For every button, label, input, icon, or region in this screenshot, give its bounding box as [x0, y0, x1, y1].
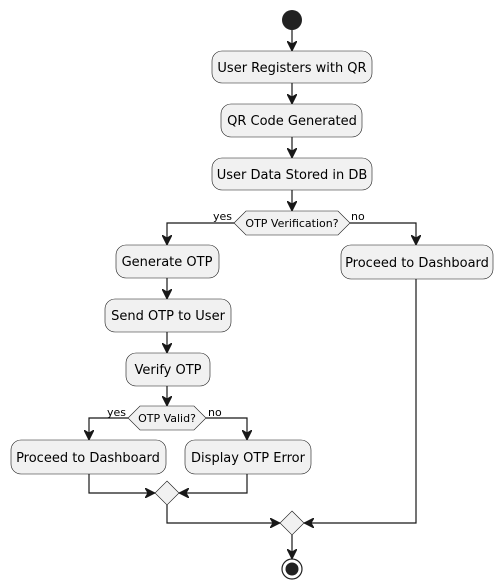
branch-label-yes: yes [107, 406, 126, 419]
merge-diamond-outer [279, 510, 305, 536]
activity-label: Generate OTP [122, 255, 213, 270]
edge-right-merge [304, 279, 417, 523]
decision-label: OTP Verification? [245, 217, 338, 230]
edge-valid-no [206, 417, 247, 440]
activity-label: Send OTP to User [111, 309, 225, 324]
edge-left-merge [88, 474, 155, 493]
activity-display-error: Display OTP Error [184, 439, 312, 475]
edge-error-merge [179, 474, 248, 493]
decision-otp-verification: OTP Verification? [233, 210, 351, 236]
activity-register: User Registers with QR [211, 50, 373, 84]
activity-label: QR Code Generated [227, 114, 357, 129]
start-node [282, 10, 302, 30]
activity-generate-otp: Generate OTP [115, 244, 220, 279]
branch-label-yes: yes [213, 210, 232, 223]
activity-data-stored: User Data Stored in DB [211, 157, 373, 191]
edges [89, 30, 416, 559]
activity-send-otp: Send OTP to User [104, 298, 232, 333]
activity-label: User Registers with QR [217, 61, 366, 76]
decision-otp-valid: OTP Valid? [127, 405, 207, 431]
activity-proceed-dashboard-left: Proceed to Dashboard [10, 439, 167, 475]
branch-label-no: no [351, 210, 365, 223]
activity-label: Proceed to Dashboard [345, 256, 489, 271]
branch-label-no: no [208, 406, 222, 419]
edge-valid-yes [89, 417, 128, 440]
activity-proceed-dashboard-right: Proceed to Dashboard [340, 244, 494, 280]
activity-verify-otp: Verify OTP [125, 352, 211, 387]
edge-verification-yes [167, 222, 234, 245]
end-node [281, 558, 303, 580]
merge-diamond-inner [154, 480, 180, 506]
decision-label: OTP Valid? [138, 412, 196, 425]
activity-label: Verify OTP [134, 363, 201, 378]
activity-label: Display OTP Error [191, 451, 306, 466]
activity-qr-generated: QR Code Generated [220, 103, 363, 138]
edge-verification-no [350, 222, 416, 245]
activity-label: Proceed to Dashboard [16, 451, 160, 466]
activity-label: User Data Stored in DB [217, 168, 368, 183]
edge-inner-outer-merge [166, 505, 280, 523]
